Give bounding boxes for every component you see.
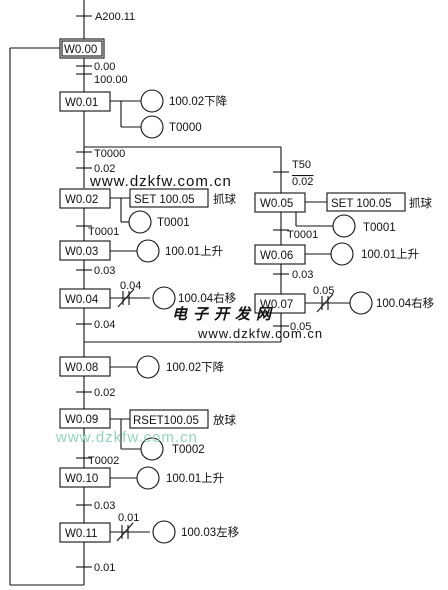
action-label-right-1: 100.04右移 (178, 291, 237, 305)
step-w003-label: W0.03 (65, 246, 98, 258)
step-box-w000-inner (61, 40, 103, 57)
contact-label-005: 0.05 (313, 285, 334, 297)
step-w006-label: W0.06 (260, 250, 293, 262)
action-label-rset: RSET100.05 (133, 415, 199, 427)
transition-label-002-lower: 0.02 (94, 387, 115, 399)
transition-label-a20011: A200.11 (95, 11, 135, 23)
contact-label-004: 0.04 (120, 280, 141, 292)
transition-label-003-right: 0.03 (292, 269, 313, 281)
action-label-up-3: 100.01上升 (166, 472, 224, 485)
transition-label-t50: T50 (292, 159, 311, 171)
watermark-url-middle: www.dzkfw.com.cn (197, 326, 323, 341)
step-box-w009 (59, 408, 111, 429)
step-box-w005 (254, 192, 306, 213)
action-label-left: 100.03左移 (181, 525, 240, 539)
action-label-down-1: 100.02下降 (169, 94, 228, 108)
step-w005-label: W0.05 (260, 198, 293, 210)
transition-label-000: 0.00 (94, 61, 115, 73)
transition-label-t0000: T0000 (94, 148, 125, 160)
transition-label-003-lower: 0.03 (94, 500, 115, 512)
action-label-up-1: 100.01上升 (165, 245, 223, 258)
action-label-t0001-left: T0001 (157, 217, 190, 229)
transition-label-005: 0.05 (290, 321, 311, 333)
step-box-w002 (59, 188, 111, 209)
step-w009-label: W0.09 (65, 414, 98, 426)
action-label-t0000: T0000 (169, 122, 202, 134)
action-label-grab-1: 抓球 (213, 192, 236, 206)
action-label-t0001-right: T0001 (363, 222, 396, 234)
step-w007-label: W0.07 (260, 299, 293, 311)
contact-label-001: 0.01 (118, 512, 139, 524)
watermark-chinese: 电子开发网 (172, 306, 277, 323)
transition-label-004: 0.04 (94, 319, 115, 331)
transition-label-002-negated: 0.02 (292, 176, 313, 188)
step-box-w008 (59, 356, 111, 377)
transition-label-t0002: T0002 (88, 455, 119, 467)
step-box-w000 (59, 38, 105, 59)
step-w004-label: W0.04 (65, 294, 99, 306)
step-w010-label: W0.10 (65, 473, 98, 485)
watermark-url-top: www.dzkfw.com.cn (89, 173, 232, 190)
step-box-w010 (59, 467, 111, 488)
step-box-w007 (254, 293, 306, 314)
transition-label-002: 0.02 (94, 163, 115, 175)
watermark-url-bottom: www.dzkfw.com.cn (55, 429, 198, 446)
step-w011-label: W0.11 (65, 528, 97, 540)
step-w000-label: W0.00 (64, 44, 97, 56)
step-box-w003 (59, 240, 111, 261)
transition-label-003-left: 0.03 (94, 265, 115, 277)
step-box-w004 (59, 288, 111, 309)
action-label-down-2: 100.02下降 (166, 360, 225, 374)
step-w002-label: W0.02 (65, 194, 98, 206)
action-label-right-2: 100.04右移 (376, 296, 435, 310)
action-label-set-1: SET 100.05 (134, 194, 195, 206)
action-label-up-2: 100.01上升 (361, 248, 419, 261)
action-label-t0002: T0002 (172, 444, 205, 456)
step-w001-label: W0.01 (65, 97, 98, 109)
action-label-set-2: SET 100.05 (331, 198, 392, 210)
step-box-w006 (254, 244, 306, 265)
transition-label-001: 0.01 (94, 562, 115, 574)
step-w008-label: W0.08 (65, 362, 98, 374)
transition-label-t0001-right: T0001 (287, 229, 318, 241)
transition-label-t0001-left: T0001 (88, 226, 119, 238)
step-box-w001 (59, 91, 111, 112)
step-box-w011 (59, 522, 111, 543)
transition-label-10000: 100.00 (94, 74, 128, 86)
action-label-grab-2: 抓球 (409, 196, 432, 210)
action-label-release: 放球 (213, 413, 236, 427)
